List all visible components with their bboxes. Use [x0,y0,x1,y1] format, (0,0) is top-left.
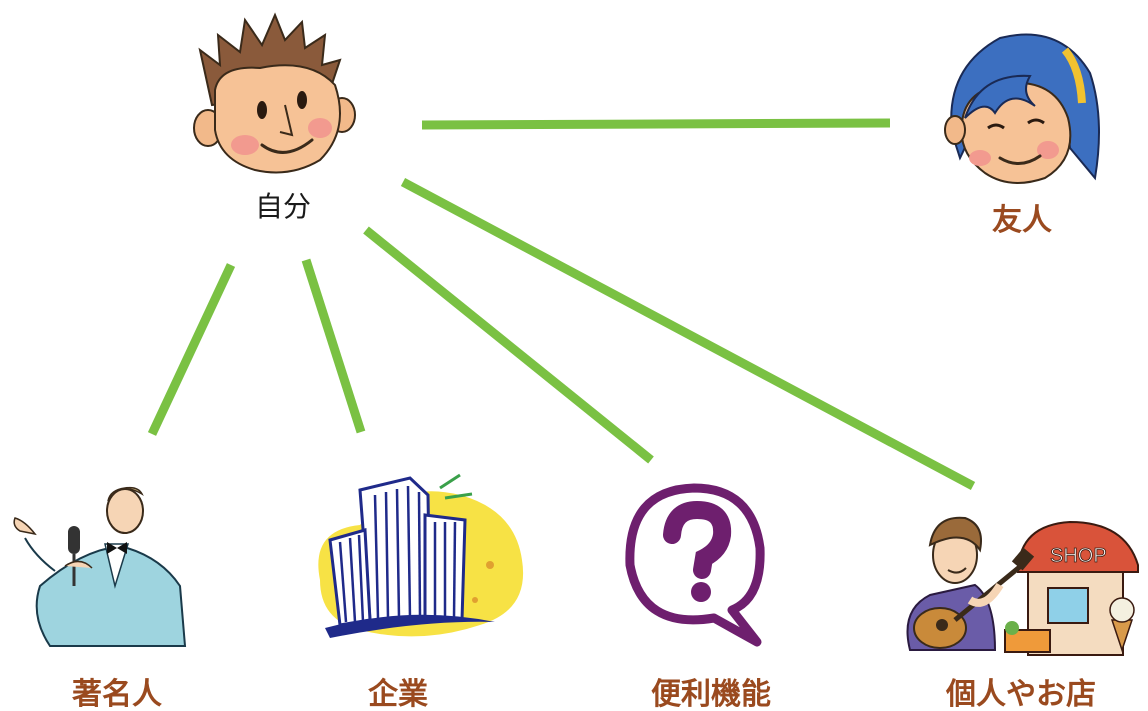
connector-self-friend [421,118,891,130]
company-node [300,470,530,650]
boy-face-icon [193,12,356,174]
question-speech-bubble-icon [625,483,765,647]
friend-node [940,28,1105,188]
connector-self-company [301,258,366,434]
celebrity-node [10,476,190,661]
office-buildings-icon [318,473,524,638]
label-features: 便利機能 [651,677,771,711]
shop-sign-text: SHOP [1050,545,1107,567]
girl-face-icon [944,33,1100,184]
shop-node: SHOP [900,510,1145,665]
guitarist-and-shop-icon: SHOP [906,516,1139,656]
label-company: 企業 [368,677,428,711]
singer-with-microphone-icon [13,486,187,647]
connector-self-shop [400,178,976,490]
connector-self-features [363,226,654,464]
label-celebrity: 著名人 [72,677,162,711]
connector-self-celebrity [147,263,236,436]
label-shop: 個人やお店 [946,677,1096,711]
label-friend: 友人 [992,203,1052,238]
self-node [190,10,360,180]
features-node [622,480,772,650]
label-self: 自分 [254,190,312,223]
